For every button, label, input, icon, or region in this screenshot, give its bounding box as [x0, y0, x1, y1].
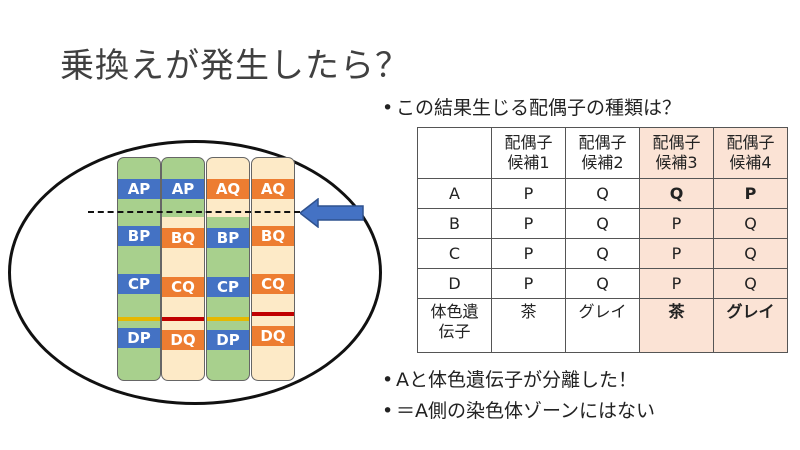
crossover-line [88, 211, 300, 213]
table-cell: Q [640, 179, 714, 209]
left-arrow-icon [300, 198, 366, 228]
gene-segment: AQ [207, 179, 249, 199]
bullet-dot: • [382, 369, 396, 391]
gene-label-cell: C [418, 239, 492, 269]
table-cell: Q [566, 269, 640, 299]
table-cell: P [492, 179, 566, 209]
table-cell: Q [566, 239, 640, 269]
gene-label-cell: A [418, 179, 492, 209]
gene-label-cell: D [418, 269, 492, 299]
gene-segment: AP [162, 179, 204, 199]
header-cell-candidate-3: 配偶子 候補3 [640, 128, 714, 179]
table-cell: グレイ [714, 299, 788, 353]
header-cell-candidate-4: 配偶子 候補4 [714, 128, 788, 179]
header-cell-candidate-1: 配偶子 候補1 [492, 128, 566, 179]
body-color-band [162, 317, 204, 321]
bullet-conclusion-2: •＝A側の染色体ゾーンにはない [382, 396, 655, 423]
table-cell: P [640, 209, 714, 239]
slide-title: 乗換えが発生したら？ [60, 38, 410, 87]
table-row: C P Q P Q [418, 239, 788, 269]
gene-segment: DQ [252, 326, 294, 346]
table-cell: Q [714, 239, 788, 269]
table-cell: P [640, 239, 714, 269]
body-color-band [252, 312, 294, 316]
chromosome-3: AQ BP CP DP [206, 157, 250, 381]
bullet-question-text: この結果生じる配偶子の種類は？ [396, 97, 681, 119]
gene-segment: DP [118, 328, 160, 348]
table-cell: Q [714, 209, 788, 239]
header-cell-candidate-2: 配偶子 候補2 [566, 128, 640, 179]
body-color-band [207, 317, 249, 321]
table-header-row: 配偶子 候補1 配偶子 候補2 配偶子 候補3 配偶子 候補4 [418, 128, 788, 179]
gene-segment: DP [207, 330, 249, 350]
body-color-band [118, 317, 160, 321]
table-cell: P [492, 269, 566, 299]
table-cell: Q [566, 179, 640, 209]
gene-segment: AQ [252, 179, 294, 199]
bullet-conclusion-2-text: ＝A側の染色体ゾーンにはない [396, 400, 655, 422]
table-cell: P [492, 209, 566, 239]
gene-segment: BQ [252, 226, 294, 246]
chromosome-1: AP BP CP DP [117, 157, 161, 381]
bullet-question: •この結果生じる配偶子の種類は？ [382, 93, 681, 120]
gene-segment: CQ [162, 277, 204, 297]
gamete-table: 配偶子 候補1 配偶子 候補2 配偶子 候補3 配偶子 候補4 A P Q Q … [417, 127, 788, 353]
table-cell: P [714, 179, 788, 209]
table-cell: P [492, 239, 566, 269]
gene-segment: BQ [162, 228, 204, 248]
gene-segment: DQ [162, 330, 204, 350]
body-color-label-cell: 体色遺 伝子 [418, 299, 492, 353]
table-row-body-color: 体色遺 伝子 茶 グレイ 茶 グレイ [418, 299, 788, 353]
gene-segment: CP [207, 277, 249, 297]
bullet-dot: • [382, 97, 396, 119]
bullet-dot: • [382, 400, 396, 422]
gene-segment: BP [207, 228, 249, 248]
gene-segment: CQ [252, 274, 294, 294]
table-cell: グレイ [566, 299, 640, 353]
gene-segment: CP [118, 274, 160, 294]
gene-label-cell: B [418, 209, 492, 239]
gene-segment: BP [118, 226, 160, 246]
table-cell: Q [714, 269, 788, 299]
chromosome-4: AQ BQ CQ DQ [251, 157, 295, 381]
table-cell: Q [566, 209, 640, 239]
gene-segment: AP [118, 179, 160, 199]
chromosome-2: AP BQ CQ DQ [161, 157, 205, 381]
table-cell: 茶 [640, 299, 714, 353]
table-row: B P Q P Q [418, 209, 788, 239]
header-cell-empty [418, 128, 492, 179]
table-cell: 茶 [492, 299, 566, 353]
table-row: A P Q Q P [418, 179, 788, 209]
bullet-conclusion-1-text: Aと体色遺伝子が分離した！ [396, 369, 637, 391]
table-row: D P Q P Q [418, 269, 788, 299]
bullet-conclusion-1: •Aと体色遺伝子が分離した！ [382, 365, 637, 392]
table-cell: P [640, 269, 714, 299]
